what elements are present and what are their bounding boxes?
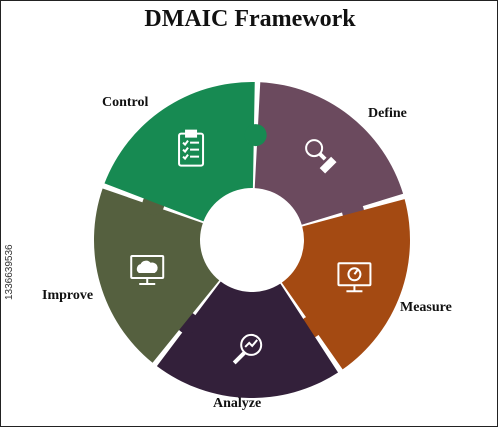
monitor-cloud-icon bbox=[130, 255, 165, 286]
clipboard-checklist-icon bbox=[178, 129, 205, 167]
puzzle-knob bbox=[244, 124, 267, 147]
label-analyze: Analyze bbox=[213, 396, 262, 411]
label-define: Define bbox=[368, 106, 407, 121]
label-control: Control bbox=[102, 95, 149, 110]
wheel-center bbox=[202, 190, 302, 290]
segment-analyze-shape bbox=[156, 281, 339, 398]
stock-id-watermark: 1336639536 bbox=[4, 244, 15, 300]
diagram-title: DMAIC Framework bbox=[144, 6, 356, 32]
label-improve: Improve bbox=[42, 288, 94, 303]
magnifier-pen-icon bbox=[305, 139, 337, 174]
segment-improve-shape bbox=[93, 188, 220, 363]
label-measure: Measure bbox=[400, 300, 452, 315]
monitor-gauge-icon bbox=[337, 262, 372, 293]
magnifier-chart-icon bbox=[232, 333, 263, 365]
segment-define-shape bbox=[254, 82, 404, 225]
